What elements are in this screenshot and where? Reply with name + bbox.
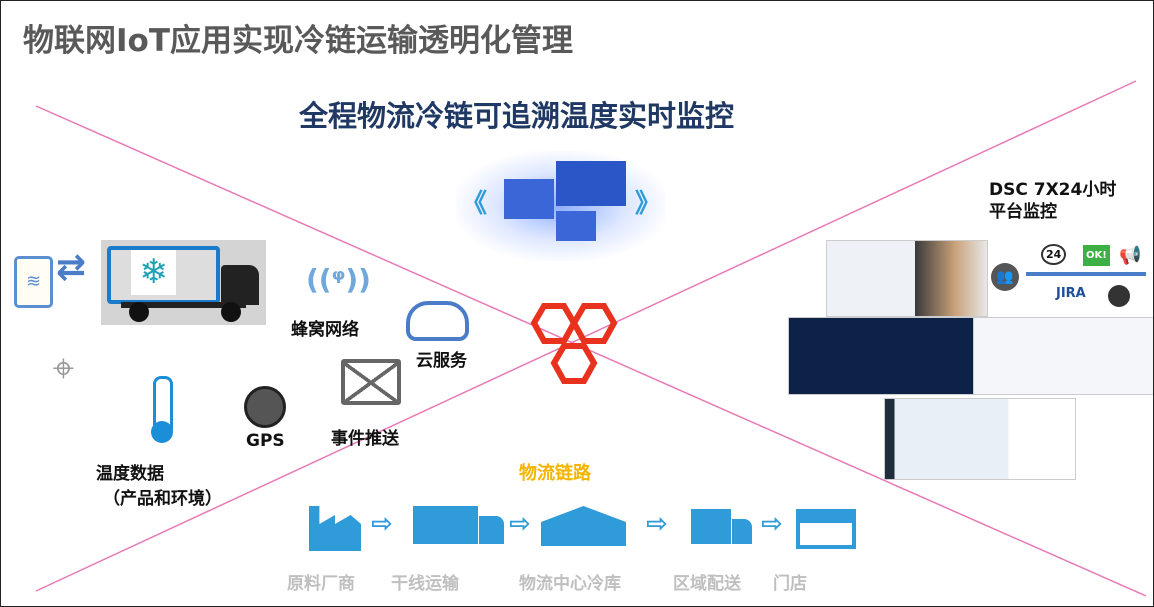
dsc-line2: 平台监控 [989, 202, 1057, 222]
phone-wifi-icon: ≋ [14, 256, 53, 308]
chain-step-4: 区域配送 [673, 574, 741, 594]
operator-monitor-photo [826, 240, 988, 317]
location-pin-icon: ⌖ [52, 346, 75, 390]
chain-step-2: 干线运输 [391, 574, 459, 594]
ok-chat-icon: OK! [1083, 245, 1110, 266]
chain-step-3: 物流中心冷库 [519, 574, 621, 594]
chain-arrow-4: ⇨ [761, 509, 783, 539]
truck-shape [556, 211, 596, 241]
chevron-left-icon: 《 [461, 189, 488, 219]
truck-cab [479, 516, 504, 544]
chain-step-1: 原料厂商 [287, 574, 355, 594]
delivery-truck-icon [691, 509, 731, 544]
cellular-tower-icon: ((ᵠ)) [306, 263, 371, 296]
hotline-24-icon: 24 [1041, 244, 1067, 265]
thermometer-bulb [151, 421, 173, 443]
chain-step-5: 门店 [773, 574, 807, 594]
delivery-truck-cab [732, 519, 752, 544]
temperature-sublabel: （产品和环境） [103, 489, 222, 509]
temperature-label: 温度数据 [96, 464, 164, 484]
warehouse-illustration: 《 》 [456, 151, 666, 261]
building-shape [556, 161, 626, 206]
chain-arrow-2: ⇨ [509, 509, 531, 539]
sync-arrows-icon: ⇄ [56, 247, 87, 288]
event-label: 事件推送 [331, 429, 399, 449]
chain-title: 物流链路 [519, 463, 591, 484]
dsc-label: DSC 7X24小时平台监控 [989, 179, 1116, 223]
map-dashboard-screenshot [884, 398, 1076, 480]
report-icon [1108, 285, 1130, 307]
refrigerated-truck-icon: ❄ [101, 240, 266, 325]
snowflake-icon: ❄ [131, 250, 176, 295]
dashboard-dark-screenshot [788, 317, 975, 395]
subtitle: 全程物流冷链可追溯温度实时监控 [299, 99, 735, 133]
dsc-line1: DSC 7X24小时 [989, 180, 1117, 200]
store-icon [796, 509, 856, 549]
mail-icon [341, 359, 401, 405]
cloud-icon [406, 301, 469, 341]
hexagon-logo-icon [530, 303, 618, 384]
jira-logo: JIRA [1056, 286, 1086, 301]
timeline-arrow [1026, 272, 1146, 276]
team-icon: 👥 [991, 263, 1019, 291]
truck-icon [413, 506, 478, 544]
dashboard-light-screenshot [973, 317, 1153, 395]
chain-arrow-3: ⇨ [646, 509, 668, 539]
page-title: 物联网IoT应用实现冷链运输透明化管理 [23, 23, 573, 59]
cloud-label: 云服务 [416, 351, 467, 371]
megaphone-icon: 📢 [1119, 245, 1142, 266]
chevron-right-icon: 》 [634, 189, 661, 219]
gps-label: GPS [246, 431, 285, 451]
building-shape [504, 179, 554, 219]
cellular-label: 蜂窝网络 [291, 320, 359, 340]
globe-icon [244, 386, 286, 428]
chain-arrow-1: ⇨ [371, 509, 393, 539]
